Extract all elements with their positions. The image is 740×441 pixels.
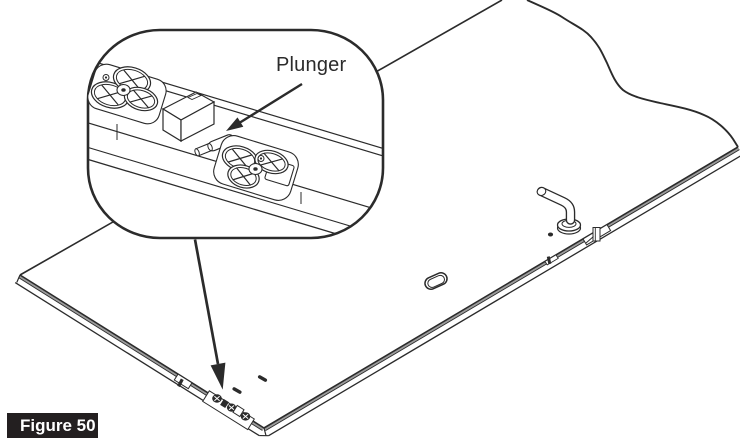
right-rail-band — [264, 147, 740, 431]
block-right-face — [180, 100, 215, 142]
edge-carriage-mechanism — [202, 390, 255, 431]
front-rail-band — [18, 275, 265, 431]
small-slot-cut — [544, 254, 559, 266]
small-edge-slot — [544, 254, 559, 266]
west-corner-edge — [16, 274, 21, 283]
carriage-hub — [220, 398, 229, 409]
left-bolt — [102, 74, 110, 81]
handle-tube — [538, 188, 574, 224]
front-notch-pin — [177, 378, 184, 388]
latch-block — [592, 227, 601, 242]
front-edge-notch — [173, 373, 193, 390]
magnified-rail-line-4 — [88, 141, 383, 238]
front-notch-cut — [173, 373, 193, 390]
oval-slot-inner — [427, 274, 445, 288]
leader-arrow — [193, 239, 226, 390]
screw-slot-1 — [232, 387, 242, 394]
oval-slot-outer — [424, 272, 448, 290]
break-line — [526, 0, 739, 148]
right-edge-top-line — [263, 146, 739, 429]
figure-badge: Figure 50 — [7, 413, 98, 438]
right-bottom-edge — [268, 155, 740, 437]
plunger-arrow — [226, 82, 303, 131]
latch-recess — [582, 223, 612, 246]
small-slot-pin — [546, 256, 552, 265]
right-bolt — [257, 155, 265, 162]
carriage-slide-block — [232, 404, 245, 418]
roller-assembly-right — [213, 135, 299, 201]
oval-slot — [424, 272, 448, 290]
crank-handle — [536, 186, 582, 237]
actuator-block — [161, 91, 216, 143]
plunger-body — [194, 142, 213, 157]
handle-tip-cap — [536, 186, 547, 197]
roller-assembly-left — [88, 63, 167, 125]
latch-wedge-line — [585, 236, 594, 244]
block-top-notch — [186, 93, 203, 100]
callout-contents — [88, 53, 383, 238]
screw-slot-2 — [257, 375, 268, 382]
south-corner-edge — [263, 427, 267, 436]
plunger-label: Plunger — [276, 54, 347, 76]
right-edge-rail — [263, 146, 740, 437]
right-rail-inner-line — [265, 149, 740, 431]
panel-dot — [547, 232, 554, 237]
